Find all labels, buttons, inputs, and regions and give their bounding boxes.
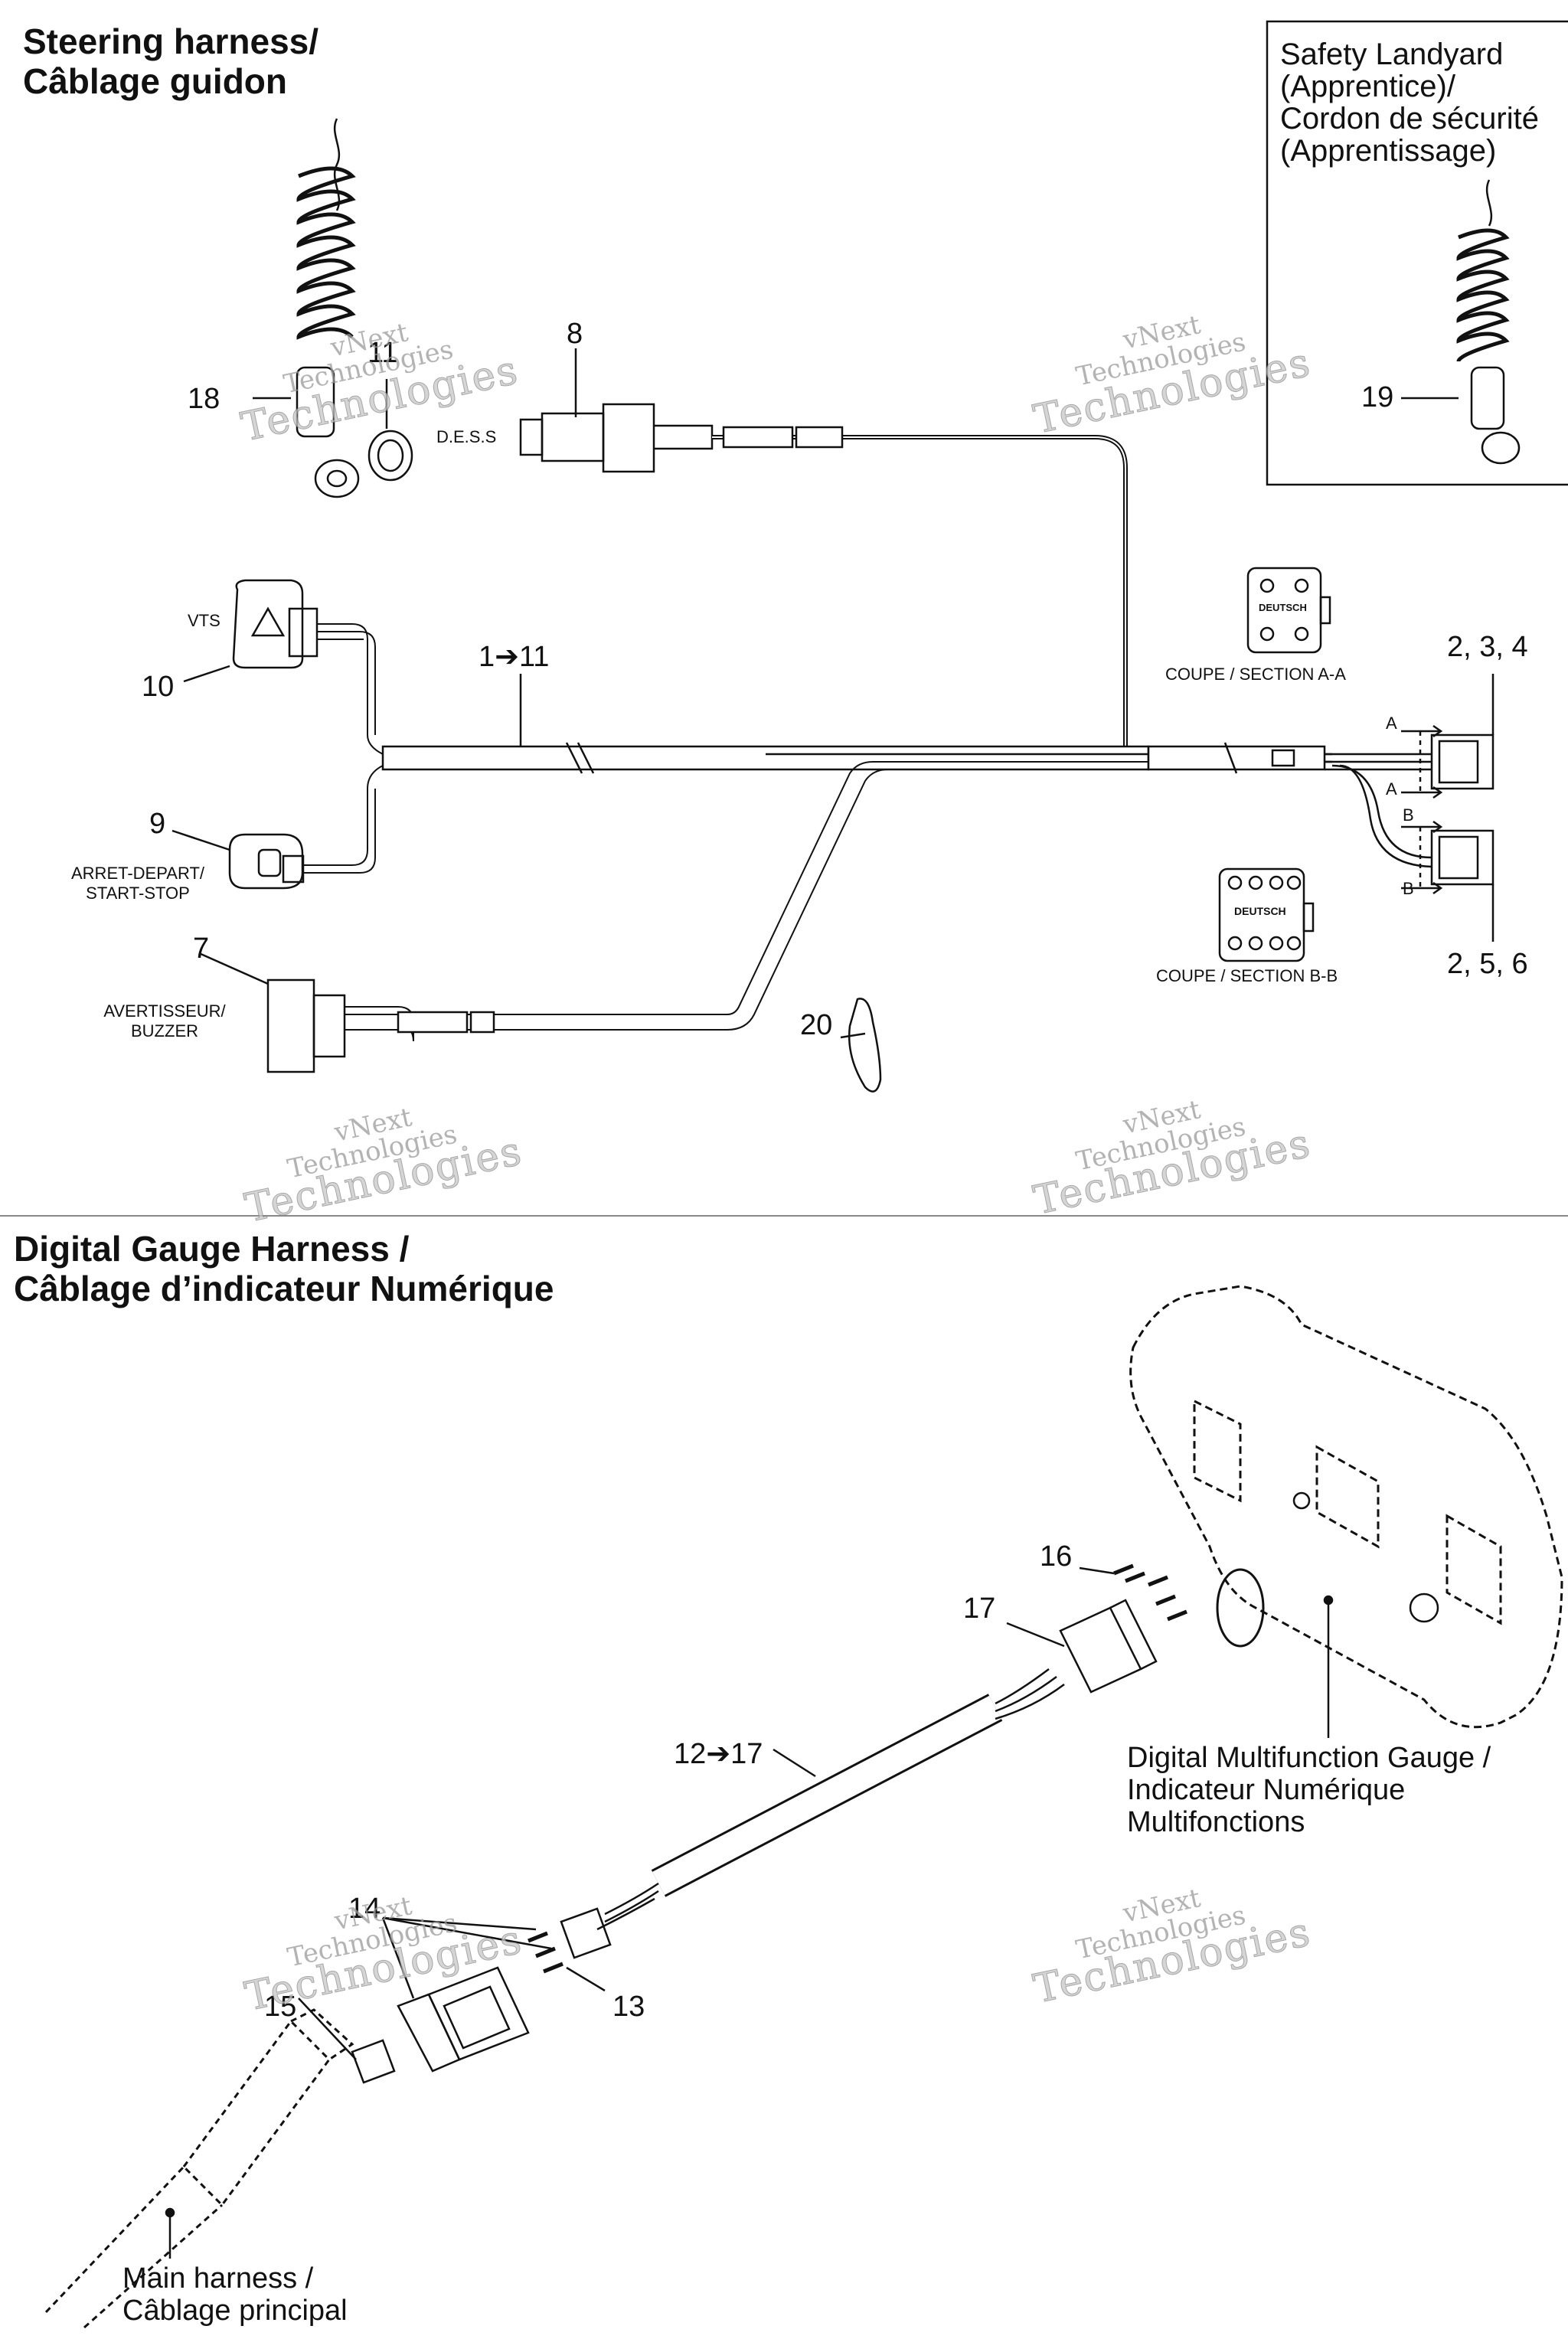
label-start-stop: ARRET-DEPART/ START-STOP [61, 864, 214, 903]
safety-line2: (Apprentice)/ [1280, 70, 1455, 103]
steering-title-line2: Câblage guidon [23, 61, 287, 101]
gauge-label-line1: Digital Multifunction Gauge / [1127, 1742, 1491, 1774]
safety-line3: Cordon de sécurité [1280, 102, 1539, 136]
digital-title: Digital Gauge Harness / Câblage d’indica… [14, 1229, 554, 1308]
label-deutsch-aa: DEUTSCH [1259, 602, 1307, 613]
label-avertisseur: AVERTISSEUR/ [103, 1001, 226, 1021]
callout-7: 7 [193, 933, 210, 965]
label-section-b-bottom: B [1403, 879, 1414, 898]
safety-line1: Safety Landyard [1280, 38, 1504, 71]
label-start-stop-en: START-STOP [86, 884, 190, 903]
callout-9: 9 [149, 808, 166, 840]
label-section-a-top: A [1386, 714, 1397, 733]
digital-title-line1: Digital Gauge Harness / [14, 1229, 410, 1269]
gauge-label-line3: Multifonctions [1127, 1806, 1305, 1838]
callout-18: 18 [188, 383, 220, 415]
lanyard-coil-18 [296, 118, 360, 498]
label-vts: VTS [188, 611, 220, 630]
digital-title-line2: Câblage d’indicateur Numérique [14, 1269, 554, 1308]
main-harness-label: Main harness / Câblage principal [122, 2262, 348, 2327]
callout-20: 20 [800, 1009, 833, 1041]
label-deutsch-bb: DEUTSCH [1234, 905, 1286, 917]
label-coupe-bb: COUPE / SECTION B-B [1156, 966, 1338, 985]
steering-title-line1: Steering harness/ [23, 21, 319, 61]
callout-12-17: 12➔17 [674, 1738, 763, 1770]
callout-16: 16 [1040, 1540, 1073, 1573]
callout-2-3-4: 2, 3, 4 [1447, 631, 1528, 663]
callout-2-5-6: 2, 5, 6 [1447, 948, 1528, 980]
callout-19: 19 [1361, 381, 1394, 413]
callout-11: 11 [368, 337, 398, 369]
lanyard-coil-19 [1456, 179, 1521, 465]
gauge-label: Digital Multifunction Gauge / Indicateur… [1127, 1742, 1491, 1838]
label-section-b-top: B [1403, 805, 1414, 825]
label-dess: D.E.S.S [436, 427, 497, 446]
safety-line4: (Apprentissage) [1280, 134, 1497, 168]
label-buzzer: AVERTISSEUR/ BUZZER [88, 1001, 241, 1041]
callout-17: 17 [963, 1592, 996, 1625]
main-harness-line1: Main harness / [122, 2262, 314, 2295]
safety-landyard-text: Safety Landyard (Apprentice)/ Cordon de … [1280, 38, 1539, 167]
label-coupe-aa: COUPE / SECTION A-A [1165, 665, 1346, 684]
label-section-a-bottom: A [1386, 779, 1397, 799]
label-arret-depart: ARRET-DEPART/ [71, 864, 204, 883]
callout-10: 10 [142, 671, 175, 703]
main-harness-line2: Câblage principal [122, 2295, 348, 2327]
callout-14: 14 [348, 1893, 381, 1925]
label-buzzer-en: BUZZER [131, 1021, 198, 1040]
callout-15: 15 [264, 1991, 297, 2023]
callout-8: 8 [567, 318, 583, 350]
steering-title: Steering harness/ Câblage guidon [23, 21, 318, 101]
gauge-label-line2: Indicateur Numérique [1127, 1774, 1406, 1806]
callout-13: 13 [612, 1991, 645, 2023]
callout-1-11: 1➔11 [479, 641, 550, 673]
